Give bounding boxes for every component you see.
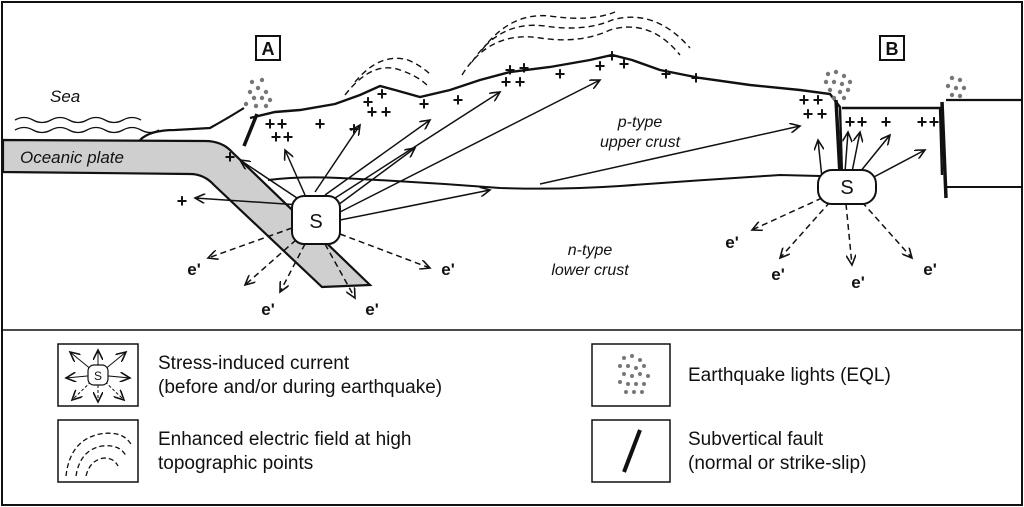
electron-label: e' bbox=[365, 300, 379, 319]
legend-fault-line1: Subvertical fault bbox=[688, 429, 824, 450]
legend-field-line2: topographic points bbox=[158, 453, 313, 474]
plus-sign: + bbox=[501, 72, 512, 92]
plus-sign: + bbox=[515, 72, 526, 92]
eql-cluster-c bbox=[945, 75, 967, 99]
legend-current-line2: (before and/or during earthquake) bbox=[158, 377, 442, 398]
fault-c bbox=[940, 101, 948, 199]
plus-sign: + bbox=[555, 64, 566, 84]
source-b-electron-arrows bbox=[752, 197, 912, 265]
site-b-label: B bbox=[886, 39, 899, 59]
plus-sign: + bbox=[363, 92, 374, 112]
electron-label: e' bbox=[851, 273, 865, 292]
oceanic-plate-label: Oceanic plate bbox=[20, 148, 124, 167]
legend-fault bbox=[591, 419, 671, 483]
block-b bbox=[842, 106, 944, 176]
plus-sign: + bbox=[881, 112, 892, 132]
lower-crust-label: lower crust bbox=[551, 262, 629, 279]
source-b-label: S bbox=[840, 177, 853, 199]
plus-sign: + bbox=[225, 147, 236, 167]
upper-crust-label: upper crust bbox=[600, 134, 681, 151]
legend-eql-dots-icon bbox=[618, 354, 650, 394]
plus-sign: + bbox=[453, 90, 464, 110]
plus-sign: + bbox=[845, 112, 856, 132]
legend-field-line1: Enhanced electric field at high bbox=[158, 429, 412, 450]
site-b-box bbox=[879, 35, 905, 61]
plus-sign: + bbox=[265, 114, 276, 134]
plus-sign: + bbox=[803, 104, 814, 124]
plus-signs: + + + + + + + + + + + + + + + + + + + + … bbox=[177, 46, 940, 211]
plus-sign: + bbox=[283, 127, 294, 147]
plus-sign: + bbox=[813, 90, 824, 110]
source-a-hole-arrows bbox=[195, 80, 600, 221]
plus-sign: + bbox=[419, 94, 430, 114]
plus-sign: + bbox=[817, 104, 828, 124]
plus-sign: + bbox=[505, 60, 516, 80]
electron-labels: e' e' e' e' e' e' e' e' bbox=[187, 233, 937, 319]
n-type-label: n-type bbox=[568, 242, 613, 259]
electron-label: e' bbox=[771, 265, 785, 284]
fault-a bbox=[242, 113, 259, 147]
source-a bbox=[291, 195, 341, 245]
legend-source-label: S bbox=[94, 369, 102, 383]
sea-label: Sea bbox=[50, 87, 80, 106]
plus-sign: + bbox=[519, 58, 530, 78]
source-b-hole-arrows bbox=[818, 132, 925, 179]
coastal-shelf bbox=[139, 107, 245, 141]
legend-enhanced-field bbox=[57, 419, 139, 483]
source-a-label: S bbox=[309, 211, 322, 233]
crust-boundary bbox=[267, 173, 821, 190]
sea-waves bbox=[14, 116, 160, 134]
legend-stress-current: S bbox=[57, 343, 139, 407]
source-a-electron-arrows bbox=[208, 227, 430, 298]
legend-fault-line2: (normal or strike-slip) bbox=[688, 453, 866, 474]
legend-eql bbox=[591, 343, 671, 407]
electron-label: e' bbox=[441, 260, 455, 279]
eql-cluster-b bbox=[823, 69, 853, 101]
plus-sign: + bbox=[799, 90, 810, 110]
plus-sign: + bbox=[607, 46, 618, 66]
plus-sign: + bbox=[349, 119, 360, 139]
electron-label: e' bbox=[187, 260, 201, 279]
plus-sign: + bbox=[929, 112, 940, 132]
legend-current-line1: Stress-induced current bbox=[158, 353, 350, 374]
legend-eql-label: Earthquake lights (EQL) bbox=[688, 365, 891, 386]
eql-cluster-a bbox=[243, 77, 273, 109]
long-arrow-b bbox=[539, 126, 800, 185]
p-type-label: p-type bbox=[617, 114, 663, 131]
plus-sign: + bbox=[381, 102, 392, 122]
plus-sign: + bbox=[177, 191, 188, 211]
electron-label: e' bbox=[261, 300, 275, 319]
plus-sign: + bbox=[691, 68, 702, 88]
plus-sign: + bbox=[377, 84, 388, 104]
source-b bbox=[817, 169, 877, 205]
plus-sign: + bbox=[277, 114, 288, 134]
land-surface bbox=[249, 53, 844, 176]
site-a-label: A bbox=[262, 39, 275, 59]
enhanced-field-dashes bbox=[344, 11, 691, 96]
plus-sign: + bbox=[595, 56, 606, 76]
plus-sign: + bbox=[917, 112, 928, 132]
plus-sign: + bbox=[857, 112, 868, 132]
fault-b bbox=[834, 99, 842, 176]
plus-sign: + bbox=[271, 127, 282, 147]
electron-label: e' bbox=[923, 260, 937, 279]
oceanic-plate bbox=[1, 138, 373, 289]
plus-sign: + bbox=[661, 64, 672, 84]
electron-label: e' bbox=[725, 233, 739, 252]
plus-sign: + bbox=[619, 54, 630, 74]
plus-sign: + bbox=[315, 114, 326, 134]
legend-fault-line-icon bbox=[622, 429, 642, 473]
plus-sign: + bbox=[367, 102, 378, 122]
site-a-box bbox=[255, 35, 281, 61]
